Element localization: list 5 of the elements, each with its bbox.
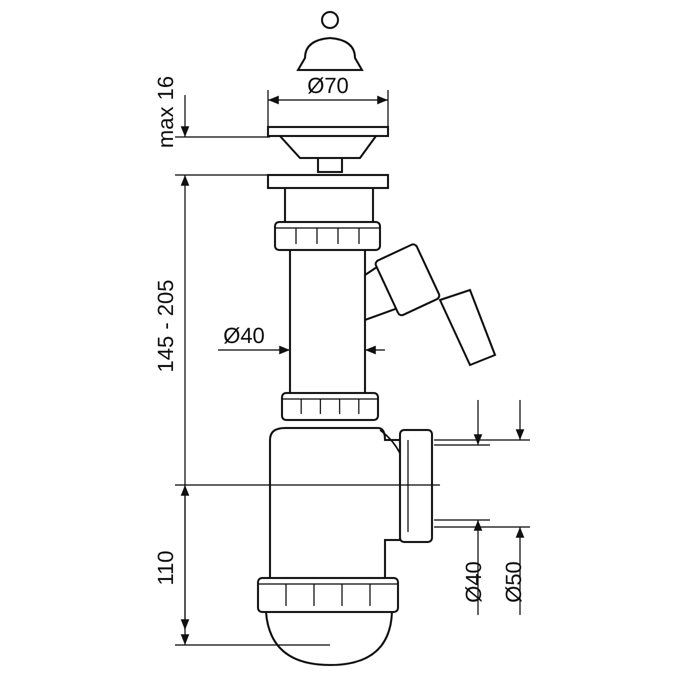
dimension-label: max 16 <box>155 76 177 148</box>
dimension-label: Ø70 <box>307 75 349 97</box>
dimension-label: 110 <box>155 550 177 586</box>
dimension-label: Ø40 <box>223 325 265 347</box>
dimension-label: 145 - 205 <box>155 280 177 372</box>
